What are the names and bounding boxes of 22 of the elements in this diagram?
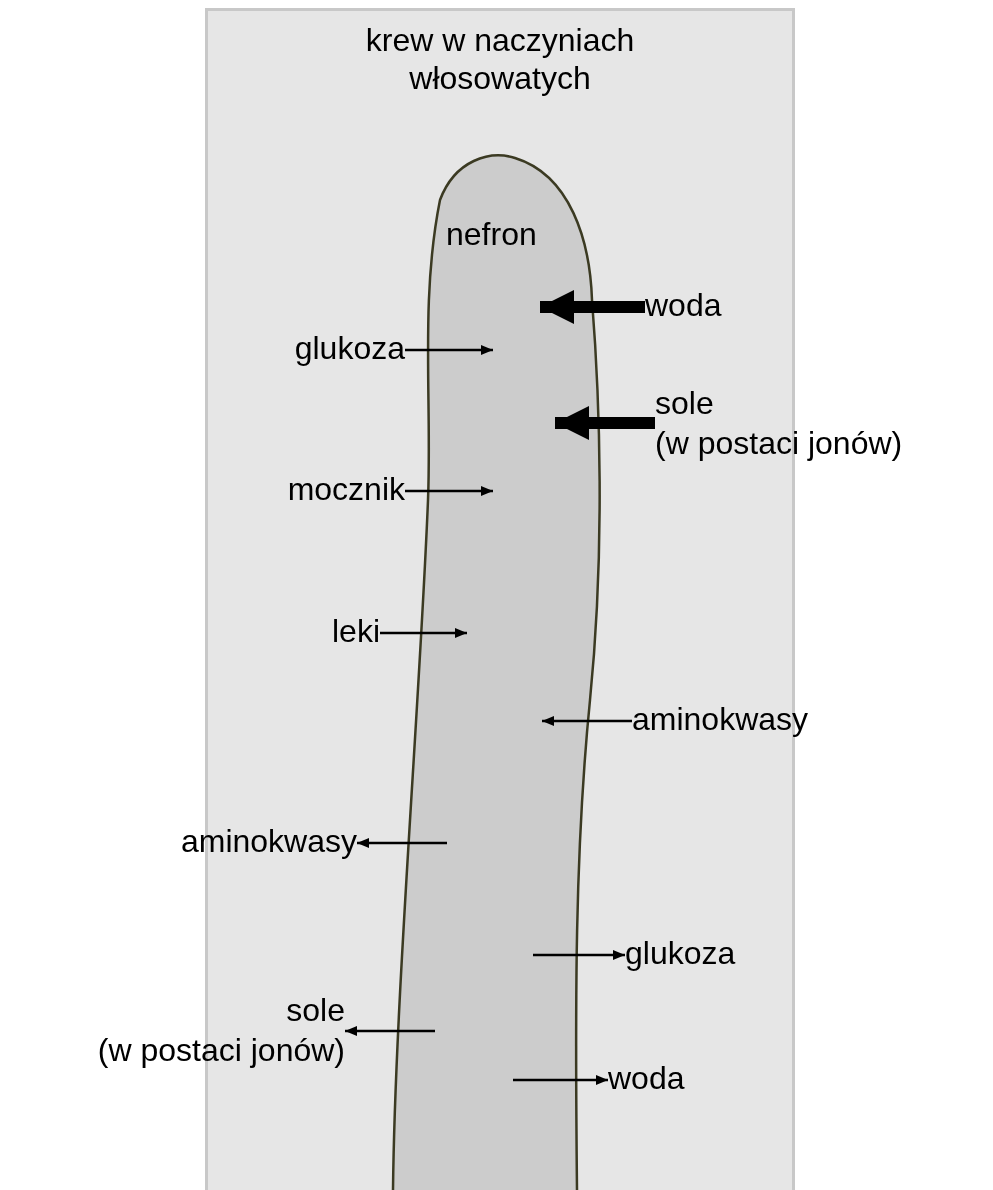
substance-label: leki xyxy=(295,611,380,655)
panel-title: krew w naczyniach włosowatych xyxy=(364,21,636,97)
arrow xyxy=(380,628,467,638)
substance-label: sole (w postaci jonów) xyxy=(3,990,345,1074)
arrow xyxy=(540,290,645,324)
arrow xyxy=(405,345,493,355)
nephron-label: nefron xyxy=(446,215,537,254)
substance-label: glukoza xyxy=(625,933,795,977)
arrow xyxy=(555,406,655,440)
arrow xyxy=(345,1026,435,1036)
arrow xyxy=(542,716,632,726)
substance-label: glukoza xyxy=(228,328,405,372)
substance-label: woda xyxy=(645,285,765,329)
arrow xyxy=(357,838,447,848)
arrow xyxy=(513,1075,608,1085)
arrow xyxy=(405,486,493,496)
arrow xyxy=(533,950,625,960)
substance-label: sole (w postaci jonów) xyxy=(655,383,980,467)
substance-label: aminokwasy xyxy=(95,821,357,865)
substance-label: aminokwasy xyxy=(632,699,887,743)
substance-label: woda xyxy=(608,1058,723,1102)
substance-label: mocznik xyxy=(215,469,405,513)
